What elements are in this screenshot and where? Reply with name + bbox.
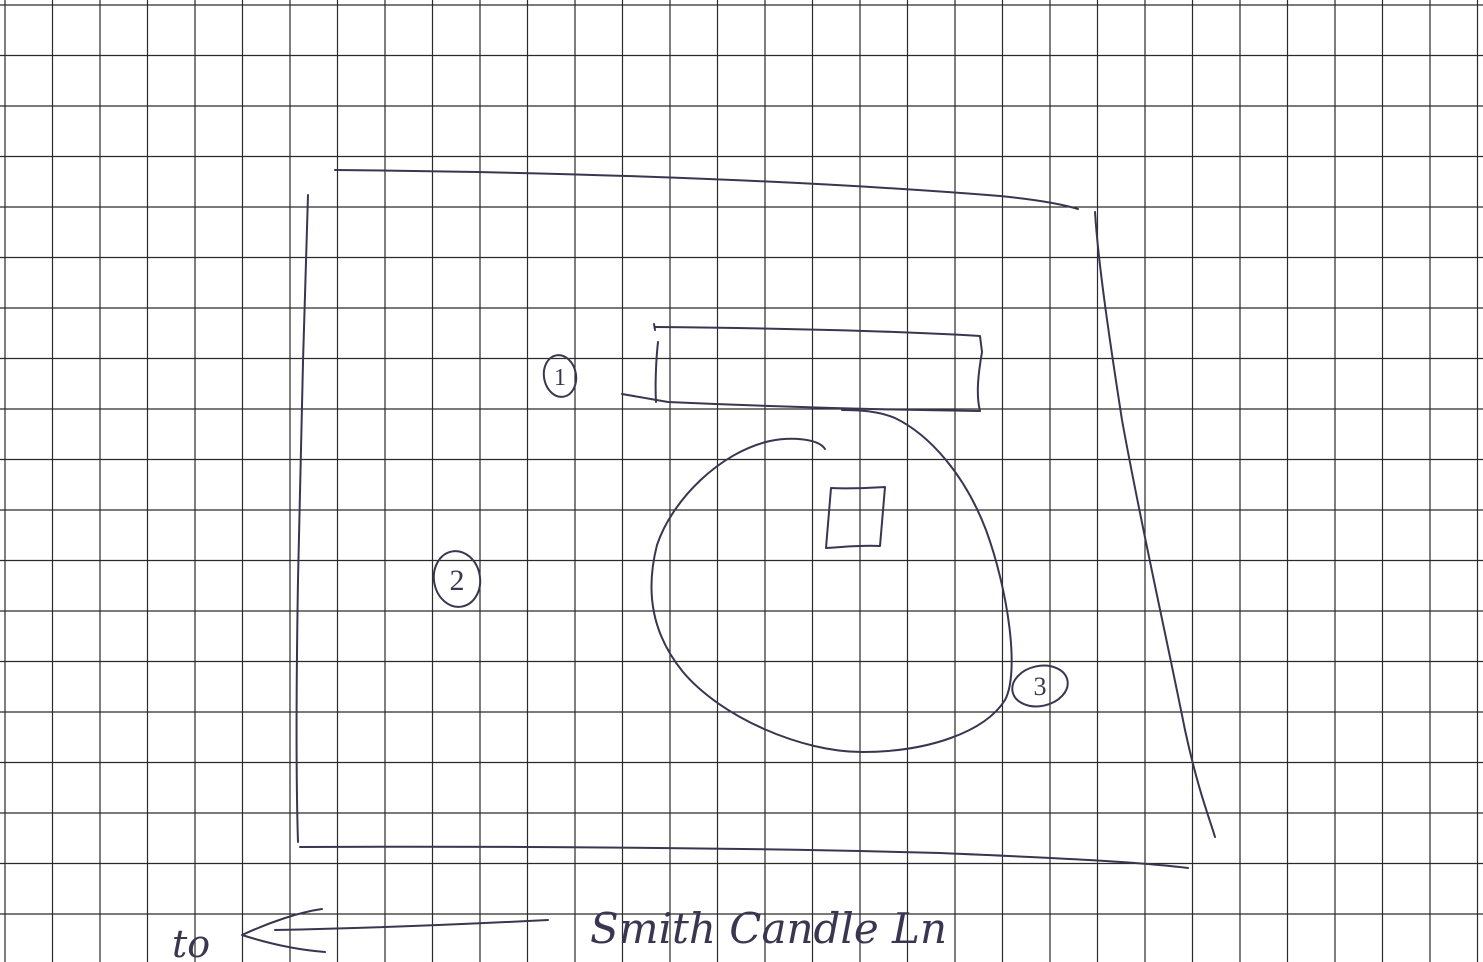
structure-1-corner-tick (654, 324, 655, 330)
property-boundary-top (335, 170, 1078, 209)
property-boundary-bottom (300, 847, 1188, 868)
small-square-feature (826, 487, 885, 548)
marker-3-label: 3 (1034, 672, 1047, 701)
structure-1-left-edge (656, 342, 658, 402)
property-boundary-right (1095, 212, 1215, 837)
street-name-text: Smith Candle Ln (590, 904, 947, 953)
marker-1-label: 1 (554, 365, 566, 391)
direction-text: to (172, 922, 210, 962)
direction-arrow (242, 909, 548, 952)
area-3-outline (651, 410, 1011, 752)
structure-1-outline (622, 327, 982, 411)
property-boundary-left (297, 195, 309, 842)
marker-2-label: 2 (450, 564, 465, 597)
